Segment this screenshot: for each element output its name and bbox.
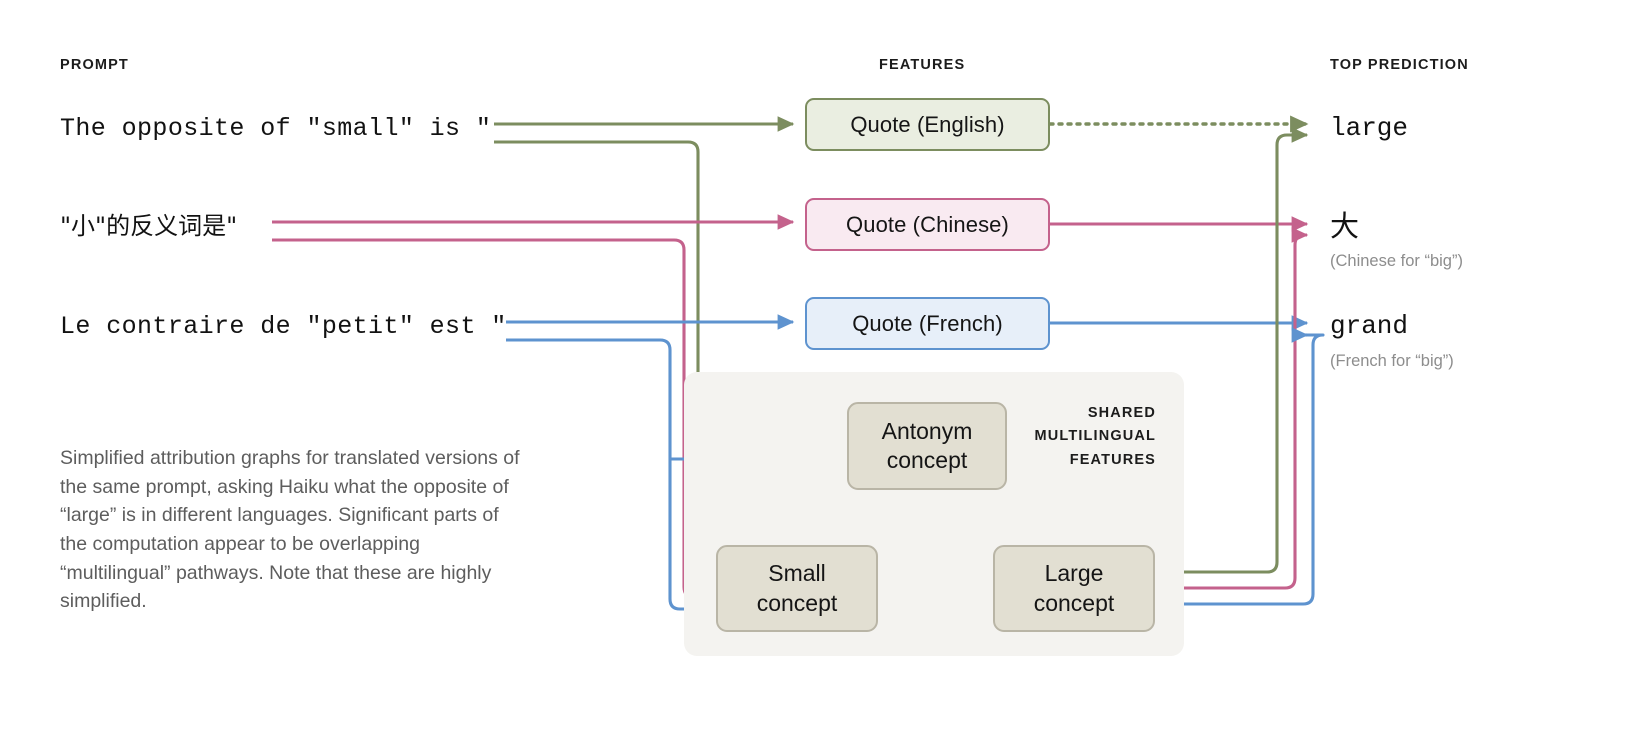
- edge-prompt-french-spine: [506, 338, 672, 599]
- figure-caption: Simplified attribution graphs for transl…: [60, 447, 520, 613]
- feature-box-quote-chinese[interactable]: Quote (Chinese): [805, 198, 1050, 251]
- feature-box-quote-english-label: Quote (English): [850, 111, 1005, 137]
- edge-prompt-french-to-small: [668, 598, 703, 617]
- feature-box-quote-french-label: Quote (French): [852, 310, 1003, 336]
- concept-box-antonym[interactable]: Antonym concept: [847, 402, 1007, 490]
- concept-box-antonym-label: Antonym concept: [881, 417, 973, 473]
- edge-large-to-pred-grand: [1155, 333, 1325, 606]
- feature-box-quote-english[interactable]: Quote (English): [805, 98, 1050, 151]
- prompt-english: The opposite of "small" is ": [60, 114, 492, 143]
- concept-box-large-label: Large concept: [1033, 560, 1115, 616]
- edge-prompt-english-spine: [494, 140, 700, 565]
- edge-large-to-pred-da: [1155, 227, 1309, 590]
- edge-large-to-pred-large: [1155, 127, 1309, 574]
- prediction-french: grand: [1330, 311, 1409, 341]
- shared-features-label: SHARED MULTILINGUAL FEATURES: [1034, 405, 1156, 468]
- edge-prompt-chinese-spine: [272, 238, 686, 587]
- prompt-french: Le contraire de "petit" est ": [60, 312, 507, 341]
- prediction-chinese: 大: [1330, 209, 1360, 243]
- column-header-prediction: TOP PREDICTION: [1330, 57, 1469, 73]
- feature-box-quote-french[interactable]: Quote (French): [805, 297, 1050, 350]
- prediction-chinese-note: (Chinese for “big”): [1330, 252, 1463, 270]
- prompt-chinese: "小"的反义词是": [60, 212, 238, 240]
- prediction-french-note: (French for “big”): [1330, 352, 1454, 370]
- column-header-prompt: PROMPT: [60, 57, 129, 73]
- concept-box-large[interactable]: Large concept: [993, 545, 1155, 632]
- column-header-features: FEATURES: [879, 57, 966, 73]
- concept-box-small[interactable]: Small concept: [716, 545, 878, 632]
- feature-box-quote-chinese-label: Quote (Chinese): [846, 211, 1009, 237]
- concept-box-small-label: Small concept: [756, 560, 838, 616]
- prediction-english: large: [1330, 113, 1409, 143]
